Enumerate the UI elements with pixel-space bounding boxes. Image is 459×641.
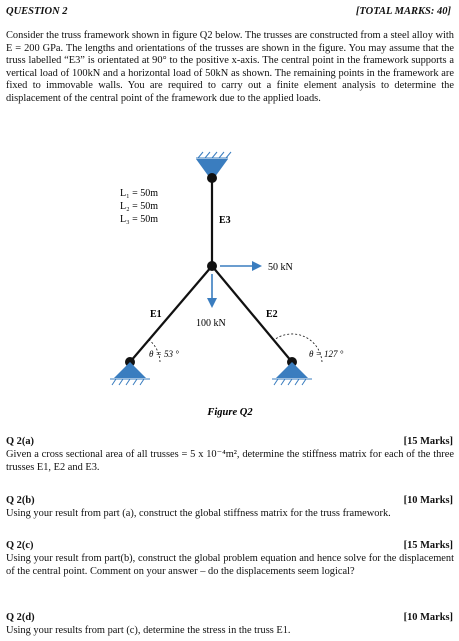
q2d-marks: [10 Marks] [403, 612, 453, 623]
q2b-text: Using your result from part (a), constru… [6, 508, 391, 519]
member-e2 [211, 265, 293, 363]
length-l3: L₃ = 50m [120, 214, 158, 225]
right-angle-arc [273, 333, 323, 363]
question-title: QUESTION 2 [6, 6, 68, 17]
q2d-text: Using your results from part (c), determ… [6, 625, 291, 636]
q2c-marks: [15 Marks] [403, 540, 453, 551]
member-e1 [129, 265, 213, 363]
label-vertical-load: 100 kN [196, 318, 226, 329]
question-intro: Consider the truss framework shown in fi… [6, 30, 454, 104]
top-support [196, 159, 228, 181]
q2b-label: Q 2(b) [6, 495, 35, 506]
left-angle-arc [147, 338, 161, 363]
q2a-marks: [15 Marks] [403, 436, 453, 447]
top-wall-hatch [196, 151, 232, 159]
q2c-label: Q 2(c) [6, 540, 34, 551]
label-angle-left: θ = 53 ° [149, 349, 179, 359]
right-support [276, 362, 308, 378]
horizontal-arrowhead-icon [252, 261, 262, 271]
label-e2: E2 [266, 309, 278, 320]
figure-caption: Figure Q2 [206, 407, 253, 418]
label-horizontal-load: 50 kN [268, 262, 293, 273]
central-node [207, 261, 217, 271]
q2d-label: Q 2(d) [6, 612, 35, 623]
label-e3: E3 [219, 215, 231, 226]
left-support [114, 362, 146, 378]
q2a-text: Given a cross sectional area of all trus… [6, 449, 454, 473]
label-angle-right: θ = 127 ° [309, 349, 344, 359]
truss-figure: L₁ = 50m L₂ = 50m L₃ = 50m E3 50 kN 100 … [110, 151, 344, 418]
q2b-marks: [10 Marks] [403, 495, 453, 506]
label-e1: E1 [150, 309, 162, 320]
total-marks: [TOTAL MARKS: 40] [355, 6, 451, 17]
q2c-text: Using your result from part(b), construc… [6, 553, 454, 577]
vertical-arrowhead-icon [207, 298, 217, 308]
q2a-label: Q 2(a) [6, 436, 34, 447]
length-l2: L₂ = 50m [120, 201, 158, 212]
left-ground-hatch [110, 378, 150, 386]
right-ground-hatch [272, 378, 312, 386]
length-l1: L₁ = 50m [120, 188, 158, 199]
